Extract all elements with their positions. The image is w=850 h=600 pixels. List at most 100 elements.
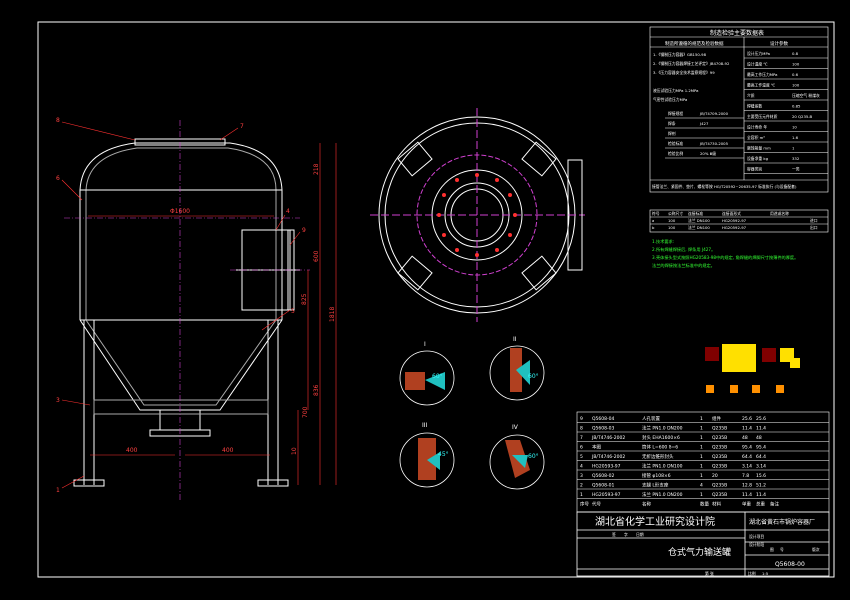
part-cell: 1 xyxy=(700,492,703,498)
tech-left-row: 气密性试验压力MPa xyxy=(653,97,687,102)
dim-825: 825 xyxy=(301,293,308,305)
title-label-char: 字 xyxy=(624,532,628,537)
tech-right-label: 全容积 m³ xyxy=(747,135,765,140)
tech-mid-value: JB/T4730-2005 xyxy=(699,141,729,146)
part-cell: 48 xyxy=(742,435,748,441)
part-cell: 1 xyxy=(700,445,703,451)
part-cell: 1 xyxy=(580,492,583,498)
part-cell: 11.4 xyxy=(742,426,752,432)
scale-value: 1:5 xyxy=(762,571,769,576)
part-cell: 7 xyxy=(580,435,583,441)
part-cell: 3 xyxy=(580,473,583,479)
part-cell: 15.6 xyxy=(756,473,766,479)
nozzle-header: 用途或名称 xyxy=(770,211,789,216)
detail-label-4: IV xyxy=(512,424,519,431)
part-cell: 1 xyxy=(700,454,703,460)
part-cell: JB/T4746-2002 xyxy=(591,454,625,460)
detail-angle-2: 60° xyxy=(528,373,539,380)
nozzle-cell: HG20592-97 xyxy=(722,218,747,223)
parts-header: 材料 xyxy=(712,501,721,508)
tech-right-value: 0.8 xyxy=(792,51,799,56)
tech-right-label: 最高工作压力MPa xyxy=(747,72,778,77)
tech-notes: 1.技术要求:2.所有焊缝焊接后, 焊条用 J427。3.壳体接头型式按照HG2… xyxy=(652,238,798,269)
part-cell: HG20593-97 xyxy=(592,492,621,498)
detail-label-3: III xyxy=(422,422,428,429)
nozzle-cell: 100 xyxy=(668,218,676,223)
tech-right-label: 设计寿命 年 xyxy=(747,125,767,130)
parts-header: 序号 xyxy=(580,501,589,508)
part-cell: 25.6 xyxy=(742,416,752,422)
leader-3: 3 xyxy=(56,397,60,404)
leader-8: 8 xyxy=(56,117,60,124)
part-cell: 支腿 L形支座 xyxy=(642,482,669,489)
tech-mid-value: J427 xyxy=(699,121,709,126)
part-cell: 3.14 xyxy=(756,464,766,470)
tech-left-row: 液压试验压力MPa 1.2MPa xyxy=(653,88,698,93)
part-cell: Q235B xyxy=(712,435,727,441)
tech-mid-value: JB/T4709-2000 xyxy=(699,111,729,116)
part-cell: 1 xyxy=(700,426,703,432)
part-cell: 95.4 xyxy=(756,445,766,451)
nozzle-header: 符号 xyxy=(652,211,660,216)
part-cell: 25.6 xyxy=(756,416,766,422)
detail-angle-3: 45° xyxy=(438,451,449,458)
tech-table xyxy=(649,26,829,193)
tech-right-label: 容器类别 xyxy=(747,167,762,172)
part-cell: 64.4 xyxy=(742,454,752,460)
tech-mid-label: 焊条 xyxy=(668,121,676,126)
part-cell: 组件 xyxy=(712,415,721,422)
parts-header: 代号 xyxy=(592,501,601,508)
part-cell: Q235B xyxy=(712,464,727,470)
nozzle-cell: 出口 xyxy=(810,225,818,230)
part-cell: 1 xyxy=(700,416,703,422)
part-cell: 1 xyxy=(700,473,703,479)
dim-700: 700 xyxy=(302,406,309,418)
part-cell: JB/T4746-2002 xyxy=(591,435,625,441)
nozzle-cell: HG20592-97 xyxy=(722,225,747,230)
part-cell: 20 xyxy=(712,473,718,479)
nozzle-table xyxy=(649,209,829,233)
dim-10: 10 xyxy=(291,447,298,455)
part-cell: 11.4 xyxy=(756,426,766,432)
detail-angle-1: 60° xyxy=(432,373,443,380)
title-block xyxy=(576,511,830,577)
part-cell: 法兰 PN1.0 DN100 xyxy=(642,463,683,470)
part-cell: Q5608-03 xyxy=(592,426,614,432)
tech-table-title: 制造检验主要数据表 xyxy=(710,29,764,37)
tech-right-value: 一类 xyxy=(792,167,800,172)
part-cell: 95.4 xyxy=(742,445,752,451)
tech-left-row: 2.《钢制压力容器焊接工艺评定》JB4708-92 xyxy=(653,61,730,66)
part-cell: 人孔装置 xyxy=(642,415,660,422)
part-cell: Q5608-02 xyxy=(592,473,614,479)
parts-header: 总重 xyxy=(756,501,765,508)
tech-table-subtitle-left: 制造所遵循的规范及检验数据 xyxy=(665,40,724,47)
dim-diameter: Φ1600 xyxy=(170,208,190,215)
tech-right-label: 设备净重 kg xyxy=(747,156,769,161)
leader-1: 1 xyxy=(56,487,60,494)
dim-836: 836 xyxy=(313,384,320,396)
dim-400-left: 400 xyxy=(126,447,138,454)
title-label-sign: 签 xyxy=(612,532,616,537)
dim-218: 218 xyxy=(313,163,320,175)
tech-table-subtitle-right: 设计参数 xyxy=(770,40,788,47)
part-cell: 7.8 xyxy=(742,473,749,479)
top-view xyxy=(370,108,585,322)
leader-9: 9 xyxy=(302,227,306,234)
tech-right-value: 100 xyxy=(792,83,800,88)
leader-lines xyxy=(61,121,301,489)
leader-7: 7 xyxy=(240,123,244,130)
tech-right-label: 设计压力MPa xyxy=(747,51,770,56)
tech-right-label: 设计温度 ℃ xyxy=(747,62,768,67)
leader-5: 5 xyxy=(291,308,295,315)
part-cell: 法兰 PN1.0 DN200 xyxy=(642,425,683,432)
weld-fills xyxy=(405,348,530,480)
tech-mid-label: 焊接规程 xyxy=(668,111,683,116)
part-cell: Q235B xyxy=(712,454,727,460)
part-cell: 接管 φ108×6 xyxy=(642,472,671,479)
part-cell: 法兰 PN1.0 DN200 xyxy=(642,491,683,498)
tech-note-line: 1.技术要求: xyxy=(652,238,674,245)
part-cell: 51.2 xyxy=(756,483,766,489)
part-cell: 48 xyxy=(756,435,762,441)
